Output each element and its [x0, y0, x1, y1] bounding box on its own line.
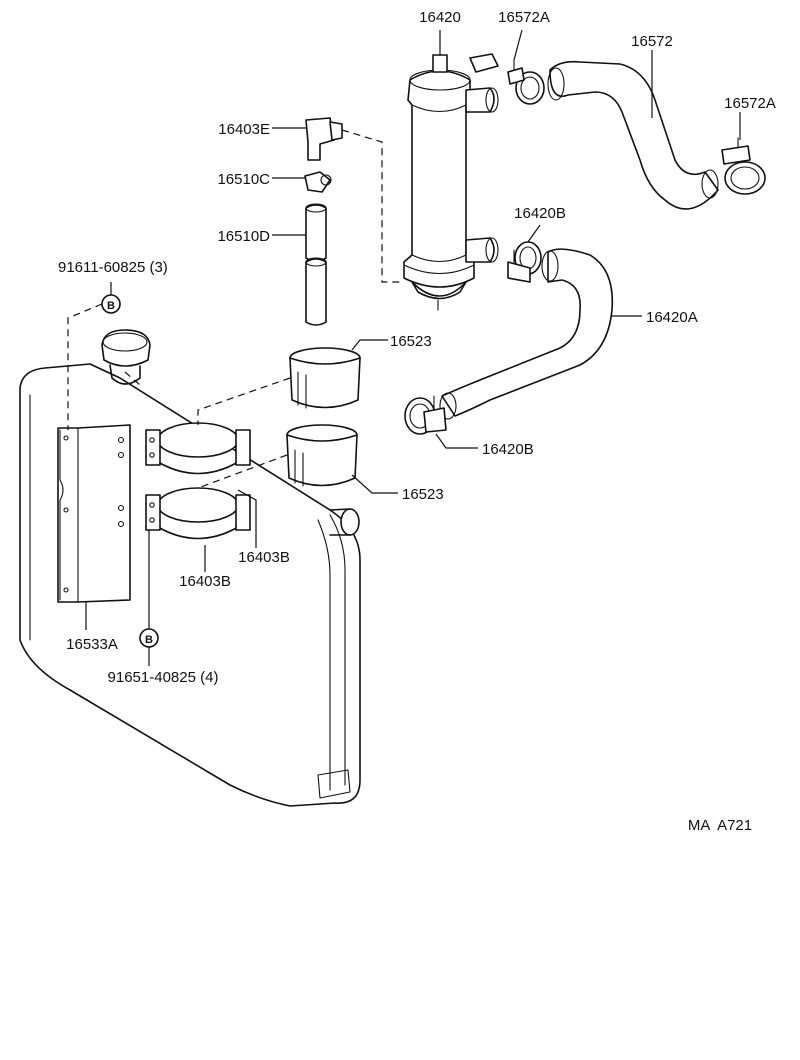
label-16420A: 16420A [646, 309, 698, 326]
label-16523-top: 16523 [390, 333, 432, 350]
label-16420B-top: 16420B [514, 205, 566, 222]
label-16510C: 16510C [217, 171, 270, 188]
tank-outlet [329, 508, 360, 536]
figure-code: MA A721 [688, 817, 752, 834]
bolt-marker-bottom: B [139, 628, 159, 648]
label-16523-bottom: 16523 [402, 486, 444, 503]
bolt-marker-top-text: B [107, 300, 115, 312]
bolt-marker-bottom-text: B [145, 634, 153, 646]
label-16403B-right: 16403B [238, 549, 290, 566]
tank-cap [101, 329, 151, 385]
label-16420B-bottom: 16420B [482, 441, 534, 458]
label-91611-60825: 91611-60825 (3) [58, 259, 168, 276]
small-hose [305, 203, 327, 326]
label-16572A-top: 16572A [498, 9, 550, 26]
hose-clamp-top [507, 59, 545, 105]
label-91651-40825: 91651-40825 (4) [108, 669, 219, 686]
hose-clamp-16420B-bottom [404, 395, 447, 435]
hose-lower [439, 248, 614, 420]
clamp-band-upper [145, 422, 251, 475]
label-16572A-right: 16572A [724, 95, 776, 112]
clamp-band-lower [145, 487, 251, 540]
assembly-dashed-lines [67, 129, 404, 489]
label-16403E: 16403E [218, 121, 270, 138]
hose-clip [304, 171, 332, 193]
cushion-lower [286, 424, 358, 487]
label-16572: 16572 [631, 33, 673, 50]
canister [403, 53, 499, 311]
hose-clamp-right [721, 137, 766, 195]
hose-clamp-16420B-top [507, 241, 542, 283]
label-16420: 16420 [419, 9, 461, 26]
cushion-upper [289, 347, 361, 409]
leader-lines [85, 29, 741, 666]
label-16510D: 16510D [217, 228, 270, 245]
elbow-fitting [305, 117, 343, 161]
label-16403B-left: 16403B [179, 573, 231, 590]
part-labels: 16420 16572A 16572 16572A 16403E 16510C … [58, 9, 776, 834]
bolt-marker-top: B [101, 294, 121, 314]
label-16533A: 16533A [66, 636, 118, 653]
mounting-plate [57, 424, 131, 603]
hose-upper [547, 60, 719, 210]
